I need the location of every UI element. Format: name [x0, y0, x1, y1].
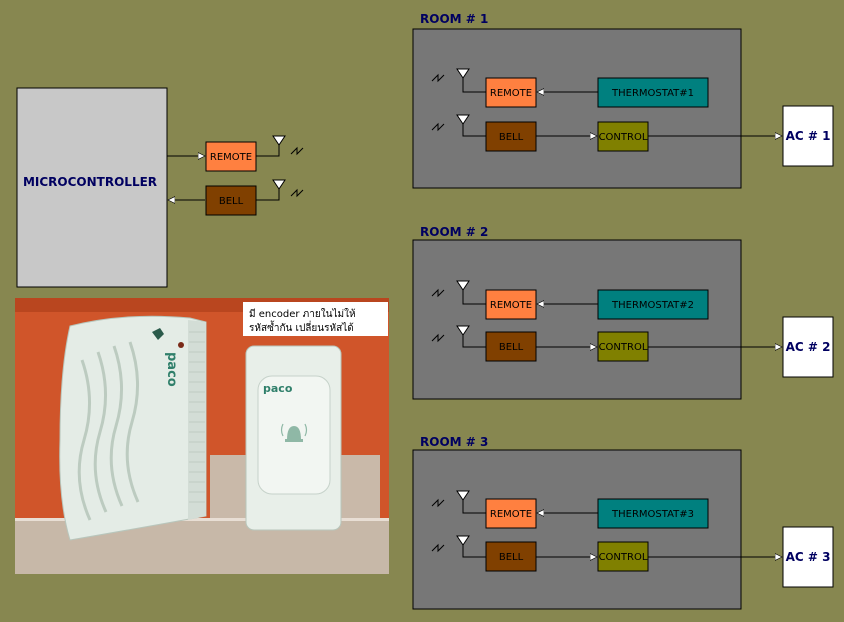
receiver-brand-label: paco [164, 352, 179, 387]
ac-box [782, 105, 834, 167]
mcu-bell-label: BELL [219, 196, 244, 207]
photo-caption-line1: มี encoder ภายในไม่ให้ [249, 308, 356, 320]
thermostat-label: THERMOSTAT#3 [611, 509, 694, 520]
remote-box [485, 289, 537, 320]
mcu-remote-feed [256, 145, 280, 157]
room-title: ROOM # 3 [420, 435, 488, 449]
mcu-bell-antenna-icon [272, 179, 286, 200]
room-2: ROOM # 2 REMOTE THERMOSTAT#2 BELL CONTRO… [412, 225, 834, 400]
room-3: ROOM # 3 REMOTE THERMOSTAT#3 BELL CONTRO… [412, 435, 834, 610]
remote-box [485, 77, 537, 108]
control-box [597, 331, 649, 362]
bell-feed [462, 335, 486, 348]
room-box [412, 28, 742, 189]
thermostat-label: THERMOSTAT#2 [611, 300, 694, 311]
bell-icon [280, 423, 308, 442]
doorbell-photo: paco paco มี encoder ภายในไม่ให้ รหัสซ้ำ… [15, 298, 389, 574]
bell-feed [462, 124, 486, 137]
ac-label: AC # 1 [786, 129, 831, 143]
doorbell-button-unit: paco [245, 345, 342, 531]
bell-label: BELL [499, 132, 524, 143]
mcu-bell-feed [256, 189, 280, 201]
ac-box [782, 316, 834, 378]
room-1: ROOM # 1 REMOTE THERMOSTAT#1 BELL CONTRO… [412, 12, 834, 189]
room-box [412, 449, 742, 610]
remote-box [485, 498, 537, 529]
remote-label: REMOTE [490, 509, 532, 520]
thermostat-box [597, 289, 709, 320]
remote-feed [462, 290, 486, 305]
control-label: CONTROL [599, 552, 648, 563]
mcu-remote-label: REMOTE [210, 152, 252, 163]
remote-feed [462, 78, 486, 93]
microcontroller-label: MICROCONTROLLER [23, 175, 157, 189]
mcu-remote-antenna-icon [272, 135, 286, 156]
photo-caption-box [243, 302, 388, 336]
room-title: ROOM # 2 [420, 225, 488, 239]
bell-box [485, 541, 537, 572]
thermostat-label: THERMOSTAT#1 [611, 88, 694, 99]
control-label: CONTROL [599, 132, 648, 143]
mcu-remote-signal-icon [290, 147, 304, 155]
control-box [597, 541, 649, 572]
microcontroller-box [16, 87, 168, 288]
mcu-bell-box [205, 185, 257, 216]
thermostat-box [597, 77, 709, 108]
remote-label: REMOTE [490, 300, 532, 311]
thermostat-box [597, 498, 709, 529]
button-brand-label: paco [263, 382, 293, 395]
control-box [597, 121, 649, 152]
mcu-remote-box [205, 141, 257, 172]
control-label: CONTROL [599, 342, 648, 353]
room-title: ROOM # 1 [420, 12, 488, 26]
bell-label: BELL [499, 552, 524, 563]
mcu-bell-signal-icon [290, 189, 304, 197]
bell-label: BELL [499, 342, 524, 353]
bell-feed [462, 545, 486, 558]
ac-label: AC # 2 [786, 340, 831, 354]
doorbell-receiver: paco [59, 315, 207, 541]
ac-box [782, 526, 834, 588]
remote-feed [462, 500, 486, 514]
remote-label: REMOTE [490, 88, 532, 99]
photo-caption-line2: รหัสซ้ำกัน เปลี่ยนรหัสได้ [249, 320, 354, 334]
ac-label: AC # 3 [786, 550, 831, 564]
